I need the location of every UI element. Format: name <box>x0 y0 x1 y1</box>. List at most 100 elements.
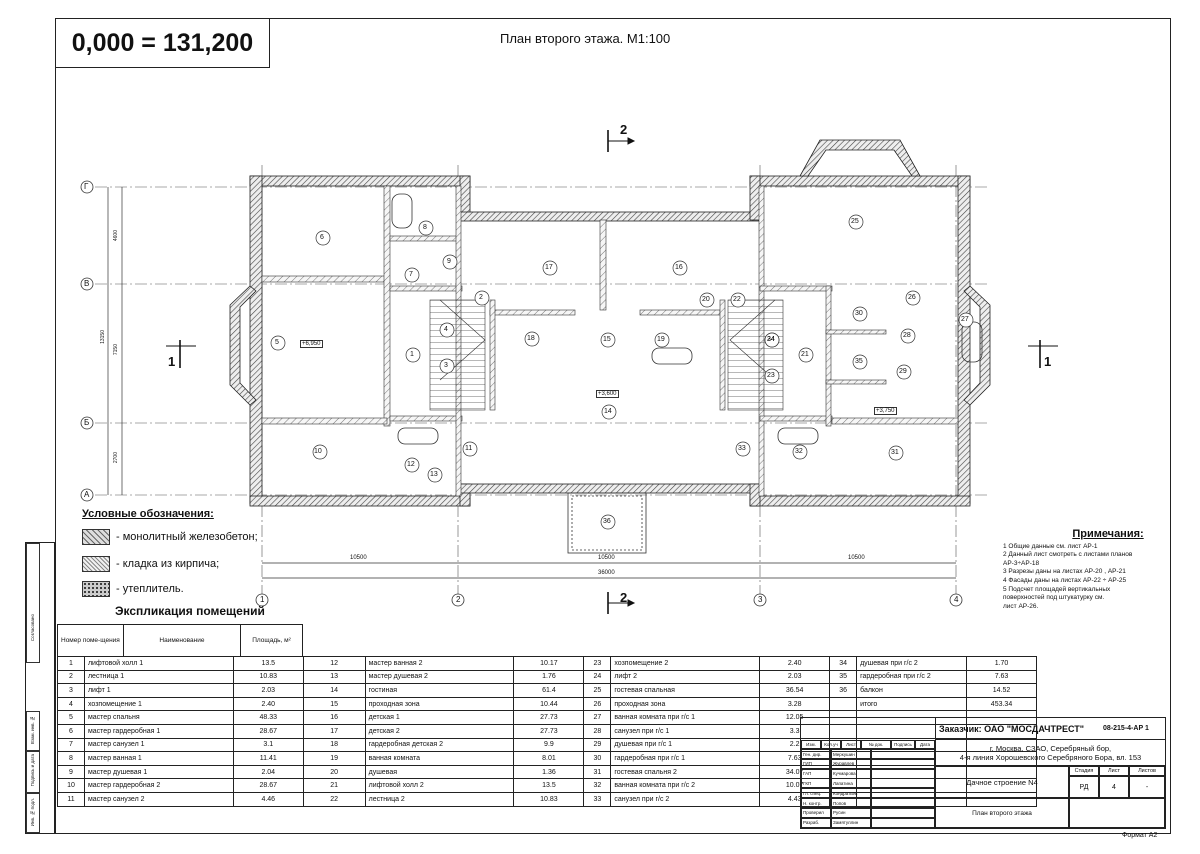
room-area-cell: 2.40 <box>759 656 831 671</box>
signature-header-cell: Кол.уч <box>821 740 841 749</box>
room-name-cell: лифтовой холл 2 <box>364 778 515 793</box>
room-number-cell: 25 <box>583 683 612 698</box>
sheet-value: 4 <box>1099 776 1129 798</box>
strip-label: Инв. № подл. <box>30 798 35 827</box>
room-number-cell: 19 <box>302 751 366 766</box>
sheet-name: План второго этажа <box>935 798 1069 828</box>
signature-header-cell: Подпись <box>891 740 915 749</box>
elevation-mark: 0,000 = 131,200 <box>55 18 270 68</box>
room-number-cell: 1 <box>57 656 85 671</box>
room-name-cell: мастер санузел 1 <box>83 737 234 753</box>
role-title: Проверил <box>801 807 831 818</box>
room-area-cell: 453.34 <box>966 696 1037 712</box>
room-name-cell: проходная зона <box>610 696 761 712</box>
stage-value: РД <box>1069 776 1099 798</box>
role-person: Попов <box>831 798 871 808</box>
room-number-cell: 22 <box>302 791 366 807</box>
room-name-cell: лестница 1 <box>83 669 234 685</box>
room-area-cell: 11.41 <box>232 751 304 766</box>
role-title: Н. контр. <box>801 798 831 808</box>
room-number-cell: 17 <box>302 723 366 739</box>
sheets-label: Листов <box>1129 766 1165 776</box>
explication-title: Экспликация помещений <box>115 604 265 618</box>
room-number-cell: 32 <box>583 778 612 793</box>
signature-header-cell: № док. <box>861 740 891 749</box>
room-name-cell: итого <box>856 696 968 712</box>
stage-label: Стадия <box>1069 766 1099 776</box>
room-area-cell: 28.67 <box>232 723 304 739</box>
room-area-cell: 10.17 <box>513 656 585 671</box>
room-number-cell: 24 <box>583 669 612 685</box>
room-name-cell: лифтовой холл 1 <box>83 656 234 671</box>
room-area-cell: 9.9 <box>513 737 585 753</box>
room-name-cell: душевая при г/с 2 <box>856 656 968 671</box>
legend-label: - монолитный железобетон; <box>116 531 258 543</box>
role-person: Русин <box>831 807 871 818</box>
sheet-label: Лист <box>1099 766 1129 776</box>
room-number-cell: 14 <box>302 683 366 698</box>
format-label: Формат А2 <box>1122 832 1158 839</box>
signature-cell <box>871 758 935 769</box>
room-area-cell: 10.83 <box>513 791 585 807</box>
room-area-cell: 27.73 <box>513 710 585 725</box>
role-title: ГАП <box>801 768 831 779</box>
notes-block: Примечания: 1 Общие данные см. лист АР-1… <box>1003 528 1163 611</box>
room-name-cell: детская 2 <box>364 723 515 739</box>
note-line: 5 Подсчет площадей вертикальных <box>1003 585 1111 593</box>
room-area-cell: 4.46 <box>232 791 304 807</box>
signature-header-cell: Дата <box>915 740 935 749</box>
room-area-cell: 10.83 <box>232 669 304 685</box>
signature-cell <box>871 788 935 799</box>
role-person: Журавлев <box>831 758 871 769</box>
room-name-cell: лифт 1 <box>83 683 234 698</box>
concrete-swatch <box>82 529 110 545</box>
role-person: Лапатина <box>831 778 871 789</box>
room-number-cell: 34 <box>829 656 858 671</box>
notes-title: Примечания: <box>1072 528 1144 540</box>
address-line: 4-я линия Хорошевского Серебряного Бора,… <box>959 752 1142 762</box>
signature-cell <box>871 778 935 789</box>
note-line: лист АР-26. <box>1003 602 1039 610</box>
room-name-cell: ванная комната при г/с 1 <box>610 710 761 725</box>
room-area-cell: 2.04 <box>232 764 304 780</box>
room-name-cell: мастер душевая 1 <box>83 764 234 780</box>
room-number-cell: 35 <box>829 669 858 685</box>
room-number-cell: 28 <box>583 723 612 739</box>
room-number-cell: 3 <box>57 683 85 698</box>
room-area-cell: 8.01 <box>513 751 585 766</box>
room-name-cell: ванная комната <box>364 751 515 766</box>
room-area-cell: 3.1 <box>232 737 304 753</box>
legend-item: - кладка из кирпича; <box>82 555 219 573</box>
room-number-cell: 29 <box>583 737 612 753</box>
room-name-cell: гостевая спальня 2 <box>610 764 761 780</box>
room-name-cell: лестница 2 <box>364 791 515 807</box>
room-area-cell: 7.63 <box>966 669 1037 685</box>
role-person: Кондратьев <box>831 788 871 799</box>
role-person: Кучмарова <box>831 768 871 779</box>
client: Заказчик: ОАО "МОСДАЧТРЕСТ" <box>935 718 1087 740</box>
doc-code: 08-215-4-АР 1 <box>1087 718 1165 740</box>
signature-cell <box>871 768 935 779</box>
role-title: ГКП <box>801 778 831 789</box>
room-number-cell: 5 <box>57 710 85 725</box>
strip-label: Взам. инв. № <box>30 716 35 745</box>
role-title: Ген. дир. <box>801 749 831 759</box>
room-area-cell: 13.5 <box>232 656 304 671</box>
room-area-cell: 36.54 <box>759 683 831 698</box>
room-area-cell: 1.70 <box>966 656 1037 671</box>
room-number-cell: 12 <box>302 656 366 671</box>
role-person: Замятуллин <box>831 817 871 828</box>
note-line: АР-3÷АР-18 <box>1003 559 1040 567</box>
room-number-cell: 13 <box>302 669 366 685</box>
title-block: Заказчик: ОАО "МОСДАЧТРЕСТ" 08-215-4-АР … <box>800 717 1166 829</box>
explication-table: Номер поме-щения Наименование Площадь, м… <box>57 624 303 657</box>
room-area-cell: 28.67 <box>232 778 304 793</box>
room-number-cell: 31 <box>583 764 612 780</box>
room-name-cell: душевая <box>364 764 515 780</box>
